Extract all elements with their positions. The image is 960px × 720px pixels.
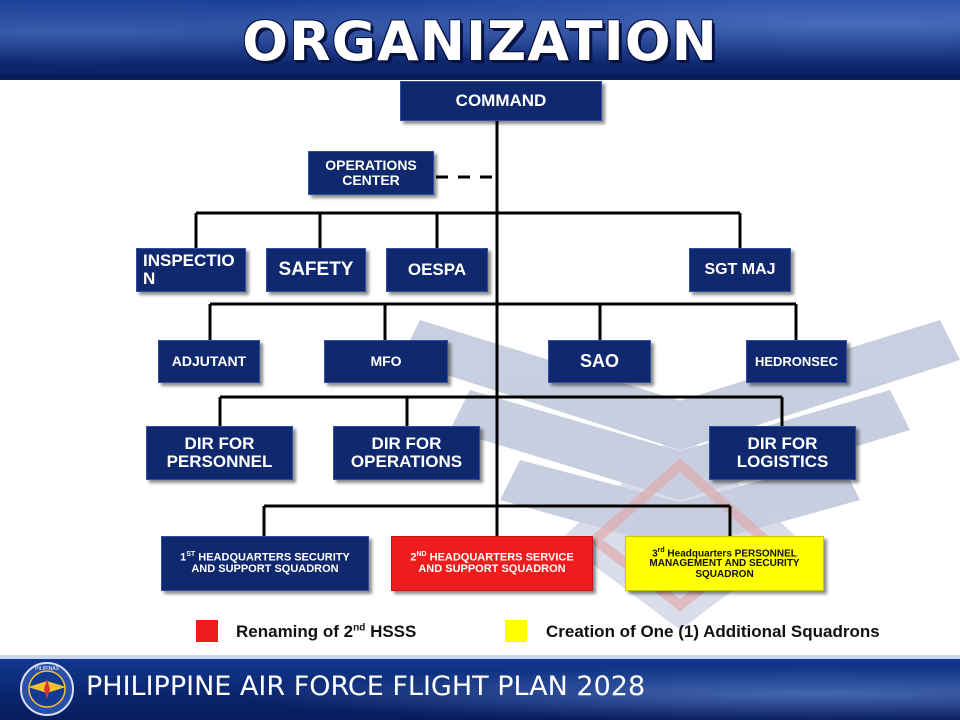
node-dir-for-logistics[interactable]: DIR FOR LOGISTICS [709,426,856,480]
node-safety[interactable]: SAFETY [266,248,366,292]
node-3rd-hq-personnel-management-security-squadron[interactable]: 3rd Headquarters PERSONNEL MANAGEMENT AN… [625,536,824,591]
legend-creation-text: Creation of One (1) Additional Squadrons [546,622,880,641]
node-2nd-hq-service-support-squadron[interactable]: 2ND HEADQUARTERS SERVICE AND SUPPORT SQU… [391,536,593,591]
node-inspection[interactable]: INSPECTIO N [136,248,246,292]
node-oespa-label: OESPA [407,260,467,280]
header-band [0,0,960,80]
footer-flight-plan-text: PHILIPPINE AIR FORCE FLIGHT PLAN 2028 [86,671,646,702]
node-sgt-maj[interactable]: SGT MAJ [689,248,791,292]
header-stripe [0,74,960,80]
node-2nd-squadron-label: 2ND HEADQUARTERS SERVICE AND SUPPORT SQU… [410,551,574,576]
node-sgt-maj-label: SGT MAJ [704,260,776,278]
node-inspection-label: INSPECTIO N [143,251,235,288]
svg-text:PILIPINAS: PILIPINAS [35,666,60,672]
node-sao[interactable]: SAO [548,340,651,383]
node-dir-for-operations-label: DIR FOR OPERATIONS [350,434,463,471]
node-sao-label: SAO [579,351,619,372]
node-command[interactable]: COMMAND [400,81,602,121]
paf-seal-icon: PILIPINAS [20,662,74,716]
node-hedronsec[interactable]: HEDRONSEC [746,340,847,383]
legend-swatch-red [196,620,218,642]
node-oespa[interactable]: OESPA [386,248,488,292]
footer-top-stripe [0,655,960,659]
node-command-label: COMMAND [455,91,547,111]
node-mfo[interactable]: MFO [324,340,448,383]
node-dir-for-personnel[interactable]: DIR FOR PERSONNEL [146,426,293,480]
legend-renaming-text: Renaming of 2nd HSSS [236,622,417,641]
node-dir-for-operations[interactable]: DIR FOR OPERATIONS [333,426,480,480]
node-mfo-label: MFO [370,353,402,370]
node-1st-hq-security-support-squadron[interactable]: 1ST HEADQUARTERS SECURITY AND SUPPORT SQ… [161,536,369,591]
slide-title: ORGANIZATION [242,10,718,73]
node-operations-center-label: OPERATIONS CENTER [325,157,417,188]
node-dir-for-logistics-label: DIR FOR LOGISTICS [736,434,829,471]
node-adjutant[interactable]: ADJUTANT [158,340,260,383]
node-safety-label: SAFETY [278,259,354,281]
node-hedronsec-label: HEDRONSEC [754,353,839,369]
node-adjutant-label: ADJUTANT [171,353,247,370]
node-operations-center[interactable]: OPERATIONS CENTER [308,151,434,195]
footer-band: PILIPINAS PHILIPPINE AIR FORCE FLIGHT PL… [0,655,960,720]
legend-swatch-yellow [505,620,527,642]
node-1st-squadron-label: 1ST HEADQUARTERS SECURITY AND SUPPORT SQ… [180,551,350,576]
node-3rd-squadron-label: 3rd Headquarters PERSONNEL MANAGEMENT AN… [649,546,800,580]
node-dir-for-personnel-label: DIR FOR PERSONNEL [166,434,273,471]
